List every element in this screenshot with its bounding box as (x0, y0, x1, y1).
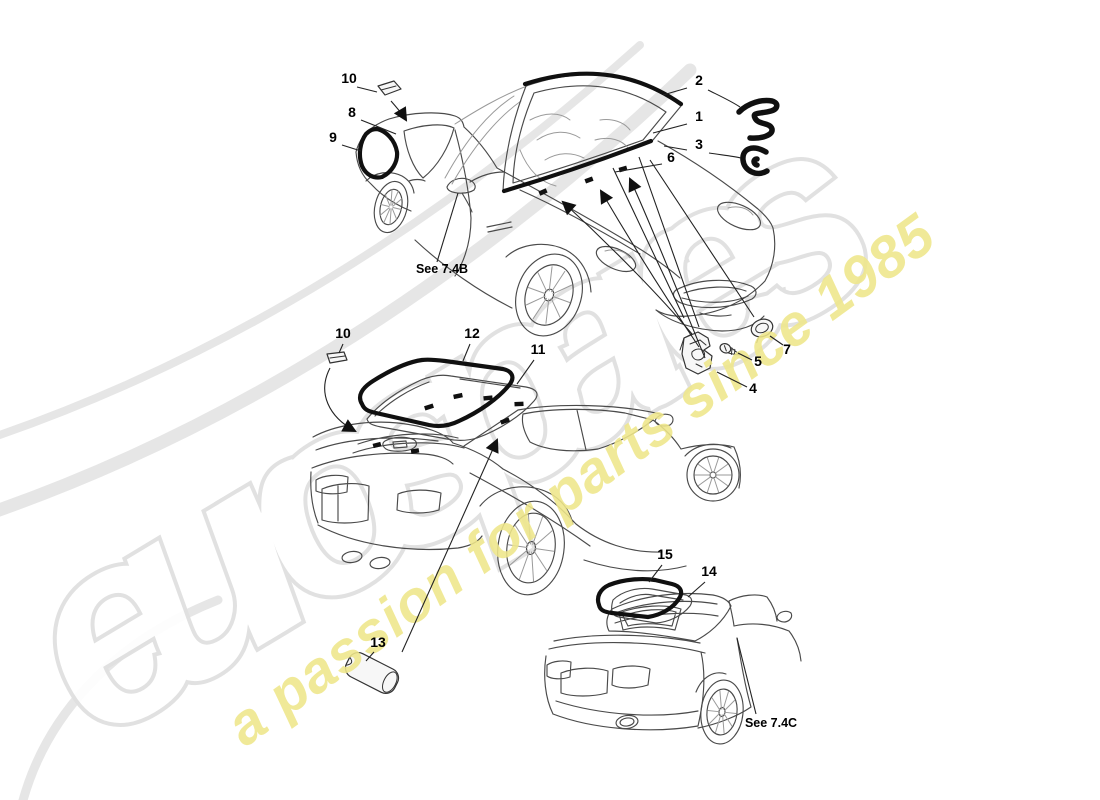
car-coupe-rear-view (310, 404, 741, 596)
callout-7[interactable]: 7 (783, 341, 791, 357)
arrow-pad-mid (324, 367, 357, 432)
callout-labels: 10 8 9 2 1 3 6 7 5 4 10 12 11 13 15 14 (329, 70, 791, 650)
leader-1 (652, 123, 688, 134)
callout-8[interactable]: 8 (348, 104, 356, 120)
moulding-profile-part2 (736, 97, 780, 141)
leader-7 (769, 335, 784, 346)
car2-rear-wheel (497, 500, 565, 596)
car3-spokes (707, 690, 737, 734)
car2-front-wheel (686, 448, 740, 502)
rear-window-moulding-part12 (357, 357, 515, 429)
car1-rear-wheel (373, 180, 409, 234)
spacer-tube-part13 (344, 652, 400, 694)
pad-part10-mid (326, 351, 348, 364)
callout-6[interactable]: 6 (667, 149, 675, 165)
car2-front-spokes (694, 457, 732, 493)
car3-rear-wheel (700, 679, 744, 745)
car1-front-wheel (515, 253, 583, 337)
car3-exhaust (615, 714, 639, 730)
screw-part5 (719, 343, 740, 356)
callout-14[interactable]: 14 (701, 563, 717, 579)
clip (538, 188, 548, 196)
leader-4 (716, 371, 748, 388)
callout-9[interactable]: 9 (329, 129, 337, 145)
leader-15 (648, 564, 663, 583)
car1-mirror (446, 177, 476, 213)
leader-13 (365, 651, 375, 662)
swoosh-curve (0, 63, 697, 517)
convertible-moulding-part15 (595, 576, 684, 620)
car3-body-lines (544, 592, 802, 731)
leaders-glass-to-mirror-parts (612, 156, 755, 328)
quarter-window-seal-part9 (357, 126, 400, 180)
leader-2 (662, 87, 741, 108)
pad-part10-top (377, 80, 402, 96)
callout-4[interactable]: 4 (749, 380, 757, 396)
callout-3[interactable]: 3 (695, 136, 703, 152)
mirror-bracket-part4 (679, 331, 713, 375)
leader-3 (663, 145, 742, 159)
callout-15[interactable]: 15 (657, 546, 673, 562)
callout-13[interactable]: 13 (370, 634, 386, 650)
arrow-clip-a (561, 200, 693, 335)
leader-lines (324, 86, 784, 715)
clip (584, 176, 594, 184)
rear-window-clips (424, 392, 524, 425)
leader-5 (737, 352, 753, 361)
leader-11 (516, 359, 535, 385)
leader-ref-c (736, 637, 757, 715)
car1-headlights (595, 201, 762, 273)
leader-12 (462, 343, 471, 362)
leader-ref-b (436, 192, 459, 263)
leader-9 (341, 144, 362, 152)
car2-aperture-clips (372, 441, 420, 454)
callout-5[interactable]: 5 (754, 353, 762, 369)
callout-10-mid[interactable]: 10 (335, 325, 351, 341)
leader-14 (687, 581, 706, 598)
callout-11[interactable]: 11 (531, 341, 546, 357)
callout-10-top[interactable]: 10 (341, 70, 357, 86)
windscreen-interior-sketch (519, 113, 631, 187)
moulding-profile-part3 (740, 145, 770, 177)
arrow-clip-b (599, 189, 700, 348)
car2-rear-spokes (507, 514, 555, 582)
car1-front-spokes (525, 266, 573, 324)
arrow-13-to-window (401, 438, 499, 653)
car2-exhausts (341, 550, 391, 570)
aperture-lines (444, 85, 528, 185)
swoosh-curve-upper (0, 41, 644, 440)
arrow-pad-top (390, 100, 408, 122)
swoosh-curve-corner (18, 595, 223, 800)
callout-2[interactable]: 2 (695, 72, 703, 88)
rear-window-assembly (357, 357, 538, 441)
car-coupe-front-view (355, 112, 776, 337)
mirror-button-part7 (750, 318, 774, 344)
car1-rear-spokes (379, 189, 403, 225)
windscreen-top-finisher-part2 (522, 71, 684, 107)
leader-10-top (356, 86, 378, 93)
callout-1[interactable]: 1 (695, 108, 703, 124)
car-convertible-rear-view (544, 592, 802, 745)
headlight-right (716, 201, 762, 231)
windscreen-assembly (444, 71, 684, 196)
see-ref-7-4c[interactable]: See 7.4C (745, 716, 797, 730)
convertible-window-assembly (595, 576, 693, 624)
windscreen-lower-finisher-part3 (501, 138, 654, 194)
leader-10-mid (338, 343, 344, 354)
headlight-left (595, 245, 637, 273)
leader-8 (360, 119, 397, 135)
arrow-clip-c (628, 177, 706, 359)
see-ref-7-4b[interactable]: See 7.4B (416, 262, 468, 276)
callout-12[interactable]: 12 (464, 325, 480, 341)
car2-body-lines (310, 404, 741, 572)
